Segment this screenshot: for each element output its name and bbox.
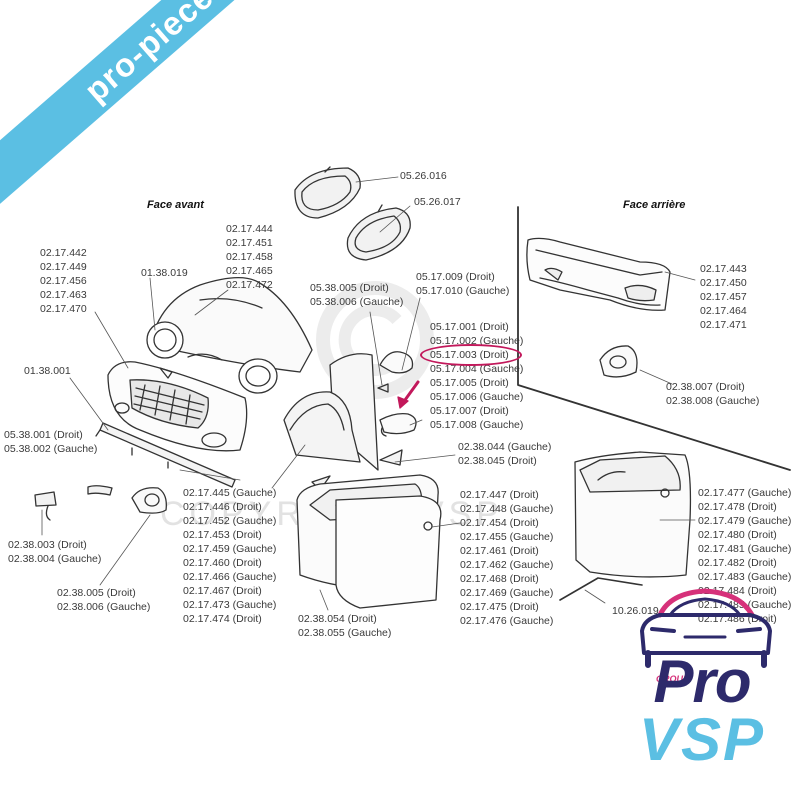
label-group-05: 05.26.017 [414, 196, 461, 208]
logo-car-icon [640, 588, 772, 668]
label-group-06: 05.38.005 (Droit)05.38.006 (Gauche) [310, 282, 404, 308]
rear-bumper [526, 237, 671, 311]
title-rear: Face arrière [623, 199, 686, 211]
leader-lines [41, 176, 696, 611]
rear-skirt-line [559, 577, 643, 601]
label-group-15: 02.17.447 (Droit)02.17.448 (Gauche)02.17… [460, 489, 554, 627]
label-group-20: 02.38.054 (Droit)02.38.055 (Gauche) [298, 613, 392, 639]
label-group-07: 05.17.009 (Droit)05.17.010 (Gauche) [416, 271, 510, 297]
title-front: Face avant [147, 199, 204, 211]
front-doors [296, 474, 442, 609]
rear-section-divider [517, 206, 791, 471]
copyright-watermark-symbol [316, 281, 434, 399]
label-group-13: 02.38.007 (Droit)02.38.008 (Gauche) [666, 381, 760, 407]
front-wing [283, 353, 379, 471]
logo-vsp-text: VSP [638, 706, 766, 773]
rear-door [574, 451, 692, 578]
label-group-02: 01.38.019 [141, 267, 188, 279]
side-trim-left [379, 449, 403, 466]
label-group-10: 05.38.001 (Droit)05.38.002 (Gauche) [4, 429, 98, 455]
rear-fog-light [599, 345, 638, 378]
mirror-assembly [377, 351, 417, 437]
label-group-04: 05.26.016 [400, 170, 447, 182]
pointer-arrow [403, 380, 420, 402]
highlight-ring [420, 344, 522, 366]
label-group-08: 05.17.001 (Droit)05.17.002 (Gauche)05.17… [430, 321, 524, 431]
label-group-19: 02.38.005 (Droit)02.38.006 (Gauche) [57, 587, 151, 613]
label-group-14: 02.17.445 (Gauche)02.17.446 (Droit)02.17… [183, 487, 277, 625]
provsp-logo: GROUP Pro VSP [612, 585, 792, 795]
label-group-18: 02.38.003 (Droit)02.38.004 (Gauche) [8, 539, 102, 565]
label-group-17: 10.26.019 [612, 605, 659, 617]
front-car-body [95, 277, 313, 488]
repeater-right [87, 485, 113, 496]
repeater-left [34, 491, 57, 507]
label-group-09: 01.38.001 [24, 365, 71, 377]
fog-cover [131, 487, 167, 514]
label-group-11: 02.38.044 (Gauche)02.38.045 (Droit) [458, 441, 552, 467]
headlight-cover-left [294, 166, 361, 219]
logo-group-tag: GROUP [656, 674, 690, 684]
logo-pro-text: Pro [653, 648, 751, 715]
headlight-cover-right [346, 204, 411, 261]
